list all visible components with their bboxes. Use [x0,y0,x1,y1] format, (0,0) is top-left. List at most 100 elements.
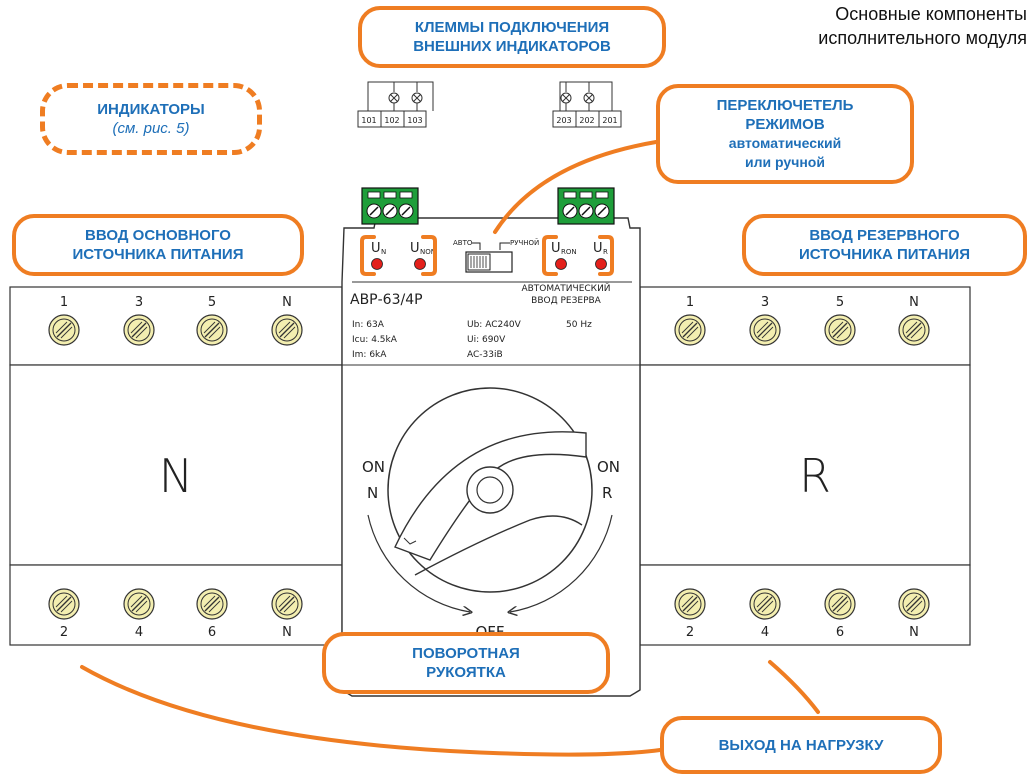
terminal-label-1: 1 [60,295,68,310]
spec-in: In: 63A [352,320,385,330]
title-line2: исполнительного модуля [818,28,1027,48]
switch-auto-label: АВТО [453,239,473,247]
terminal-202: 202 [579,116,594,125]
terminal-label-4: 4 [761,625,769,640]
green-terminal-block-right [557,187,615,225]
led-un-icon [371,258,383,270]
screw-terminal-icon [749,314,781,346]
callout-text: ПОВОРОТНАЯ [412,645,520,662]
terminal-label-1: 1 [686,295,694,310]
terminal-screw-icon [366,203,382,219]
callout-reserve-input: ВВОД РЕЗЕРВНОГО ИСТОЧНИКА ПИТАНИЯ [742,214,1027,276]
lamp-icon [560,92,572,104]
indicator-un-label: U [371,241,381,256]
external-terminals-left: 101 102 103 [357,81,434,128]
callout-text: ВВОД РЕЗЕРВНОГО [809,227,960,244]
pointer-load-right [768,660,820,714]
external-terminals-right: 203 202 201 [552,81,622,128]
module-letter-n: N [159,449,193,503]
led-uron-icon [555,258,567,270]
terminal-102: 102 [384,116,399,125]
indicator-uron-label: U [551,241,561,256]
mode-switch[interactable]: АВТО РУЧНОЙ [453,238,539,273]
dial-on-right: ON [597,458,620,476]
led-unon-icon [414,258,426,270]
module-letter-r: R [799,449,831,503]
screw-terminal-icon [674,588,706,620]
green-terminal-block-left [361,187,419,225]
callout-text: ПЕРЕКЛЮЧЕТЕЛЬ [716,97,854,114]
device-specs: АВР-63/4Р In: 63A Icu: 4.5kA Im: 6kA Ub:… [350,292,592,360]
terminal-screw-icon [594,203,610,219]
screw-terminal-icon [271,314,303,346]
indicator-unon-label: U [410,241,420,256]
callout-text: ИСТОЧНИКА ПИТАНИЯ [798,246,970,263]
dial-n-label: N [367,484,378,502]
callout-indicators: ИНДИКАТОРЫ (см. рис. 5) [40,83,262,155]
screw-terminal-icon [824,314,856,346]
screw-terminal-icon [749,588,781,620]
spec-ui: Ui: 690V [467,335,506,345]
indicator-un-sub: N [381,248,386,256]
terminal-label-6: 6 [836,625,844,640]
callout-text: КЛЕММЫ ПОДКЛЮЧЕНИЯ [414,19,610,36]
indicator-leds: U N U NON U RON U R [371,241,608,270]
screw-terminal-icon [271,588,303,620]
terminal-screw-icon [382,203,398,219]
screw-terminal-icon [824,588,856,620]
terminal-label-6: 6 [208,625,216,640]
device-model: АВР-63/4Р [350,292,423,308]
terminal-203: 203 [556,116,571,125]
screw-terminal-icon [898,314,930,346]
spec-im: Im: 6kA [352,350,387,360]
terminal-label-n-bottom: N [909,625,919,640]
callout-text: (см. рис. 5) [112,120,190,137]
lamp-icon [583,92,595,104]
callout-text: автоматический [728,135,842,151]
callout-rotary-handle: ПОВОРОТНАЯ РУКОЯТКА [322,632,610,694]
callout-text: ВЫХОД НА НАГРУЗКУ [718,736,884,754]
terminal-201: 201 [602,116,617,125]
indicator-uron-sub: RON [561,248,577,256]
terminal-screw-icon [562,203,578,219]
module-left-n: N 1 3 5 N 2 4 6 N [9,286,343,646]
spec-icu: Icu: 4.5kA [352,335,398,345]
callout-text: ВНЕШНИХ ИНДИКАТОРОВ [413,38,611,55]
indicator-unon-sub: NON [420,248,436,256]
terminal-screw-icon [578,203,594,219]
diagram-title: Основные компоненты исполнительного моду… [700,2,1027,50]
callout-text: или ручной [745,154,825,170]
terminal-label-5: 5 [208,295,216,310]
pointer-load-left [80,665,662,757]
callout-text: ВВОД ОСНОВНОГО [85,227,231,244]
screw-terminal-icon [674,314,706,346]
screw-terminal-icon [123,588,155,620]
dial-on-left: ON [362,458,385,476]
screw-terminal-icon [48,314,80,346]
led-ur-icon [595,258,607,270]
indicator-ur-label: U [593,241,603,256]
terminal-label-n: N [909,295,919,310]
spec-ac: AC-33iB [467,350,503,360]
screw-terminal-icon [196,314,228,346]
terminal-label-n-bottom: N [282,625,292,640]
spec-freq: 50 Hz [566,320,592,330]
indicator-brackets [360,235,614,276]
pointer-lines [80,140,820,757]
spec-ub: Ub: AC240V [467,320,522,330]
dial-r-label: R [602,484,612,502]
callout-main-input: ВВОД ОСНОВНОГО ИСТОЧНИКА ПИТАНИЯ [12,214,304,276]
title-line1: Основные компоненты [835,4,1027,24]
terminal-screw-icon [398,203,414,219]
lamp-icon [388,92,400,104]
rotary-handle[interactable] [367,387,613,612]
callout-text: РУКОЯТКА [426,664,506,681]
terminal-103: 103 [407,116,422,125]
switch-manual-label: РУЧНОЙ [510,238,539,247]
terminal-label-5: 5 [836,295,844,310]
screw-terminal-icon [898,588,930,620]
callout-text: РЕЖИМОВ [745,116,825,133]
terminal-label-2: 2 [60,625,68,640]
callout-load-output: ВЫХОД НА НАГРУЗКУ [660,716,942,774]
